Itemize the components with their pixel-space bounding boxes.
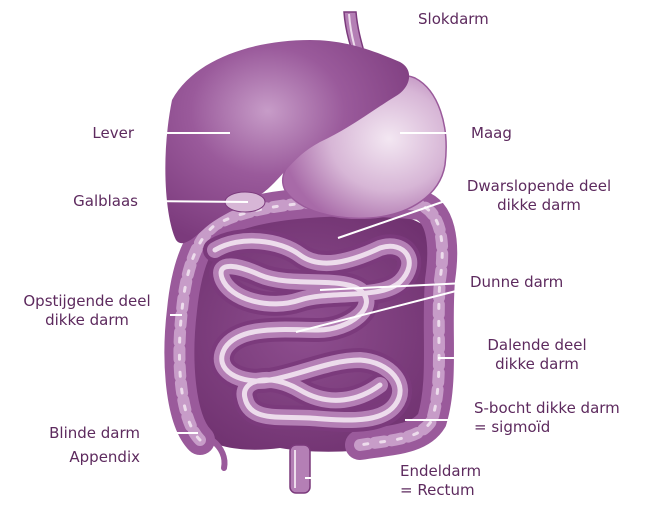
label-opstijgende-line1: Opstijgende deel [6, 292, 168, 311]
label-appendix: Appendix [10, 448, 140, 467]
label-opstijgende-line2: dikke darm [6, 311, 168, 330]
label-maag: Maag [471, 124, 512, 143]
label-dunne-darm: Dunne darm [470, 273, 563, 292]
label-s-bocht-line2: = sigmoïd [474, 418, 620, 437]
label-dalende: Dalende deel dikke darm [472, 336, 602, 374]
label-dwarslopende-line2: dikke darm [448, 196, 630, 215]
label-galblaas: Galblaas [40, 192, 138, 211]
label-dwarslopende-line1: Dwarslopende deel [448, 177, 630, 196]
label-dalende-line1: Dalende deel [472, 336, 602, 355]
label-endeldarm-line1: Endeldarm [400, 462, 481, 481]
label-s-bocht: S-bocht dikke darm = sigmoïd [474, 399, 620, 437]
label-blinde-darm: Blinde darm [10, 424, 140, 443]
label-dwarslopende: Dwarslopende deel dikke darm [448, 177, 630, 215]
rectum [290, 445, 310, 493]
label-s-bocht-line1: S-bocht dikke darm [474, 399, 620, 418]
label-endeldarm-line2: = Rectum [400, 481, 481, 500]
label-slokdarm: Slokdarm [418, 10, 489, 29]
label-dalende-line2: dikke darm [472, 355, 602, 374]
label-lever: Lever [70, 124, 134, 143]
label-endeldarm: Endeldarm = Rectum [400, 462, 481, 500]
label-opstijgende: Opstijgende deel dikke darm [6, 292, 168, 330]
